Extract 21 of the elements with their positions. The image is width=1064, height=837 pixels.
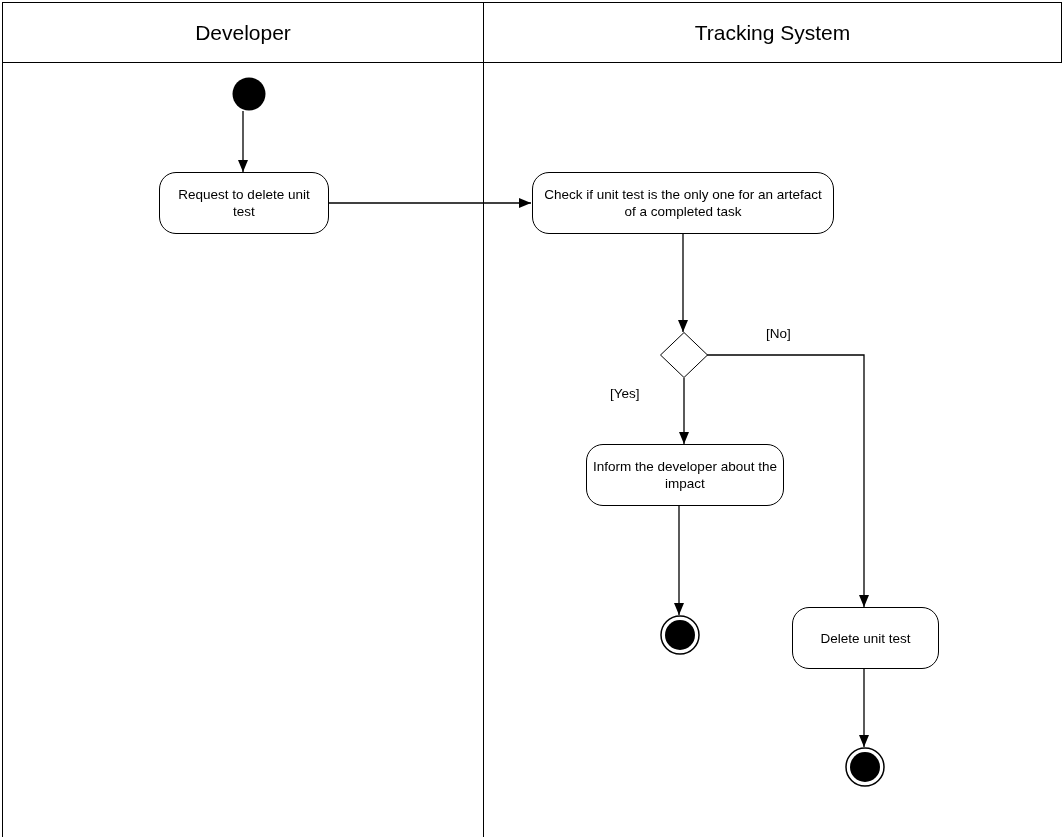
arrow — [674, 505, 684, 616]
arrow — [679, 377, 689, 445]
action-text: Inform the developer about the impact — [593, 458, 777, 492]
lane-title: Developer — [195, 20, 291, 45]
action-text: Check if unit test is the only one for an artefact of a completed task — [543, 186, 823, 220]
swimlane — [483, 2, 1062, 837]
arrow — [859, 668, 869, 748]
action-box — [532, 172, 834, 234]
action-text: Request to delete unit test — [177, 186, 311, 220]
edge-label: [Yes] — [608, 386, 642, 401]
arrow — [327, 198, 532, 208]
action-box — [586, 444, 784, 506]
action-text: Delete unit test — [820, 629, 911, 647]
edge-label: [No] — [764, 326, 793, 341]
action-box — [159, 172, 329, 234]
arrow — [678, 233, 688, 333]
arrow — [238, 110, 248, 173]
swimlane — [2, 2, 483, 837]
arrow — [706, 354, 869, 608]
action-box — [792, 607, 939, 669]
lane-title: Tracking System — [694, 20, 851, 45]
